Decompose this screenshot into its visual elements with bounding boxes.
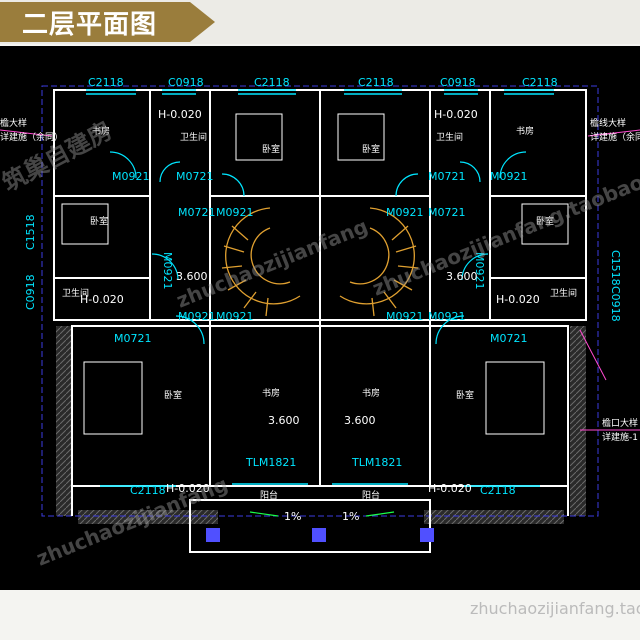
window-label: C1518 bbox=[609, 250, 622, 286]
furniture bbox=[61, 113, 569, 435]
door-label: M0921 bbox=[473, 252, 486, 290]
room-label: 卧室 bbox=[164, 389, 182, 401]
grid-border bbox=[41, 85, 599, 517]
annotation: 檐线大样 bbox=[590, 117, 626, 129]
door-label: M0921 bbox=[490, 170, 528, 183]
window-labels: C2118 C0918 C2118 C2118 C0918 C2118 C211… bbox=[24, 76, 622, 497]
window-label: C0918 bbox=[609, 286, 622, 322]
door-label: M0921 bbox=[161, 252, 174, 290]
door-label: M0921 bbox=[178, 310, 216, 323]
columns bbox=[206, 528, 434, 542]
footer-watermark: zhuchaozijianfang.taobao.com bbox=[470, 599, 640, 618]
door-label: M0921 bbox=[216, 206, 254, 219]
level-label: H-0.020 bbox=[166, 482, 210, 495]
room-label: 书房 bbox=[516, 125, 534, 137]
level-label: H-0.020 bbox=[496, 293, 540, 306]
room-label: 卧室 bbox=[90, 215, 108, 227]
window-label: C2118 bbox=[130, 484, 166, 497]
window-label: C1518 bbox=[24, 214, 37, 250]
room-label: 卧室 bbox=[536, 215, 554, 227]
windows bbox=[86, 89, 554, 487]
window-label: C2118 bbox=[254, 76, 290, 89]
door-label: TLM1821 bbox=[351, 456, 402, 469]
door-label: M0921 bbox=[112, 170, 150, 183]
door-label: M0921 bbox=[386, 310, 424, 323]
door-label: M0721 bbox=[428, 206, 466, 219]
window-label: C2118 bbox=[88, 76, 124, 89]
terrace-band bbox=[56, 326, 586, 524]
room-label: 卧室 bbox=[362, 143, 380, 155]
room-label: 卧室 bbox=[456, 389, 474, 401]
walls bbox=[53, 89, 587, 553]
page-title: 二层平面图 bbox=[22, 10, 158, 40]
floor-plan: C2118 C0918 C2118 C2118 C0918 C2118 C211… bbox=[0, 46, 640, 590]
annotation: 详建施（余同） bbox=[0, 131, 63, 143]
room-label: 卫生间 bbox=[62, 287, 89, 299]
watermark: zhuchaozijianfang bbox=[173, 214, 371, 313]
room-label: 卫生间 bbox=[436, 131, 463, 143]
level-label: 3.600 bbox=[344, 414, 376, 427]
level-label: H-0.020 bbox=[158, 108, 202, 121]
door-label: M0721 bbox=[490, 332, 528, 345]
annotation: 檐口大样 bbox=[602, 417, 638, 429]
door-label: M0721 bbox=[176, 170, 214, 183]
door-label: TLM1821 bbox=[245, 456, 296, 469]
room-label: 书房 bbox=[362, 387, 380, 399]
annotation: 檐大样 bbox=[0, 117, 27, 129]
title-tab bbox=[0, 2, 215, 42]
footer-strip: zhuchaozijianfang.taobao.com bbox=[0, 590, 640, 636]
window-label: C0918 bbox=[24, 274, 37, 310]
level-label: 3.600 bbox=[176, 270, 208, 283]
door-label: M0921 bbox=[386, 206, 424, 219]
door-label: M0721 bbox=[178, 206, 216, 219]
slope-arrows bbox=[249, 511, 395, 517]
watermark: zhuchaozijianfang.taobao.com bbox=[470, 599, 640, 618]
level-label: 1% bbox=[342, 510, 359, 523]
door-swings bbox=[109, 151, 527, 345]
level-label: 3.600 bbox=[446, 270, 478, 283]
room-label: 卧室 bbox=[262, 143, 280, 155]
door-label: M0721 bbox=[114, 332, 152, 345]
window-label: C2118 bbox=[480, 484, 516, 497]
banner: 二层平面图 bbox=[0, 0, 640, 44]
annotation: 详建施（余同） bbox=[590, 131, 640, 143]
level-label: H-0.020 bbox=[428, 482, 472, 495]
room-label: 卫生间 bbox=[180, 131, 207, 143]
level-label: H-0.020 bbox=[434, 108, 478, 121]
door-label: M0921 bbox=[428, 310, 466, 323]
room-labels: 书房 书房 卫生间 卫生间 卧室 卧室 卧室 卧室 卫生间 卫生间 卧室 卧室 … bbox=[62, 125, 577, 501]
annotation-text: 檐大样 详建施（余同） 檐线大样 详建施（余同） 檐口大样 详建施-1 bbox=[0, 117, 640, 443]
level-label: 3.600 bbox=[268, 414, 300, 427]
window-label: C2118 bbox=[358, 76, 394, 89]
room-label: 阳台 bbox=[362, 489, 380, 501]
room-label: 阳台 bbox=[260, 489, 278, 501]
level-label: H-0.020 bbox=[80, 293, 124, 306]
staircases bbox=[221, 207, 419, 317]
window-label: C2118 bbox=[522, 76, 558, 89]
annotation: 详建施-1 bbox=[602, 431, 638, 443]
room-label: 书房 bbox=[92, 125, 110, 137]
floor-plan-svg: C2118 C0918 C2118 C2118 C0918 C2118 C211… bbox=[0, 76, 640, 571]
door-labels: M0921 M0721 M0721 M0921 M0921 M0721 M072… bbox=[112, 170, 528, 469]
annotation-leaders bbox=[0, 129, 640, 431]
level-label: 1% bbox=[284, 510, 301, 523]
room-label: 书房 bbox=[262, 387, 280, 399]
door-label: M0721 bbox=[428, 170, 466, 183]
level-labels: H-0.020 H-0.020 H-0.020 H-0.020 H-0.020 … bbox=[80, 108, 540, 523]
door-label: M0921 bbox=[216, 310, 254, 323]
room-label: 卫生间 bbox=[550, 287, 577, 299]
window-label: C0918 bbox=[168, 76, 204, 89]
window-label: C0918 bbox=[440, 76, 476, 89]
